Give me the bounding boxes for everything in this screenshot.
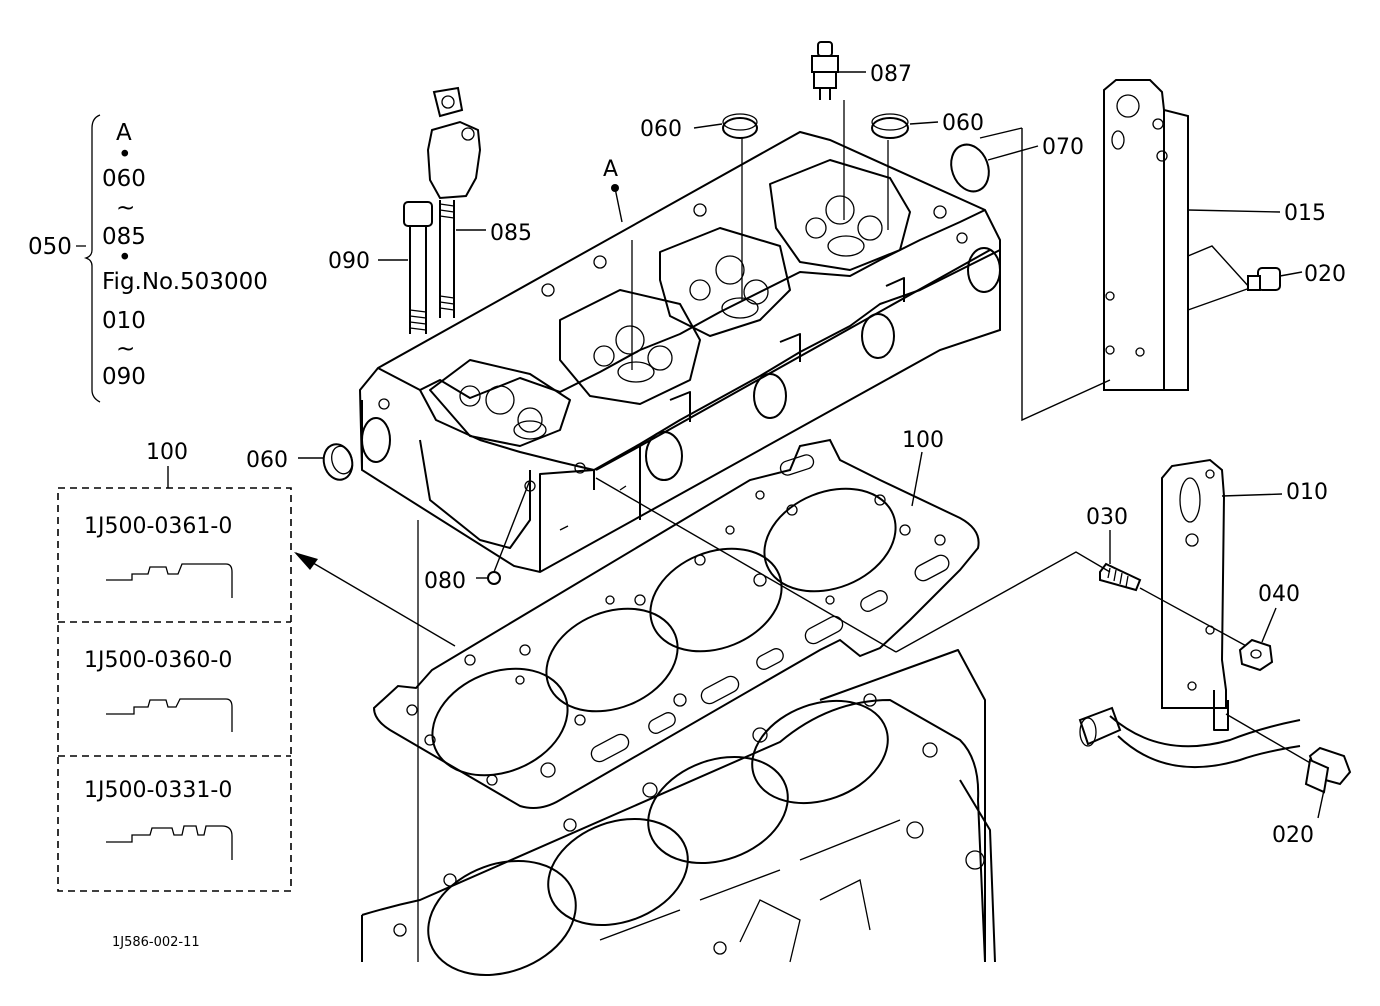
seal-060-top <box>693 113 758 139</box>
group-line-0: A <box>116 120 132 146</box>
callout-100-gasket: 100 <box>902 428 944 453</box>
engine-block <box>361 649 996 977</box>
callout-015: 015 <box>1284 201 1326 226</box>
callout-090: 090 <box>328 249 370 274</box>
drawing-code: 1J586-002-11 <box>112 935 200 950</box>
nut-040 <box>1238 607 1277 672</box>
gasket-option-0-partno: 1J500-0361-0 <box>84 514 232 539</box>
callout-030: 030 <box>1086 505 1128 530</box>
callout-085: 085 <box>490 221 532 246</box>
callout-087: 087 <box>870 62 912 87</box>
seal-060-left <box>298 443 354 481</box>
hose-pipe <box>1078 706 1313 769</box>
callout-070: 070 <box>1042 135 1084 160</box>
gasket-profile-1 <box>106 698 233 732</box>
group-line-3: ~ <box>116 195 135 221</box>
callout-040: 040 <box>1258 582 1300 607</box>
pin-080 <box>476 479 531 585</box>
seal-060-right <box>871 113 939 139</box>
callout-060-left: 060 <box>246 448 288 473</box>
group-line-2: 060 <box>102 166 146 192</box>
group-line-4: 085 <box>102 224 146 250</box>
group-050-bracket: 050 A • 060 ~ 085 • Fig.No.503000 010 ~ … <box>28 114 268 403</box>
bolt-020-bottom <box>1304 746 1352 819</box>
group-line-5: • <box>118 245 132 271</box>
gasket-option-2-partno: 1J500-0331-0 <box>84 778 232 803</box>
group-line-7: 010 <box>102 308 146 334</box>
bracket-010 <box>1161 458 1283 731</box>
callout-020-bottom: 020 <box>1272 823 1314 848</box>
group-line-1: • <box>118 142 132 168</box>
group-line-6: Fig.No.503000 <box>102 269 268 295</box>
callout-010: 010 <box>1286 480 1328 505</box>
group-line-8: ~ <box>116 336 135 362</box>
stud-030 <box>595 477 1251 653</box>
callout-a: A <box>603 157 618 182</box>
callout-060-top: 060 <box>640 117 682 142</box>
gasket-profile-2 <box>106 825 233 860</box>
gasket-profile-0 <box>106 563 233 598</box>
cylinder-head <box>358 100 1001 962</box>
bracket-015 <box>979 79 1281 422</box>
callout-080: 080 <box>424 569 466 594</box>
group-line-9: 090 <box>102 364 146 390</box>
group-ref-label: 050 <box>28 234 72 260</box>
head-gasket <box>372 438 980 809</box>
gasket-box-ref: 100 <box>146 440 188 465</box>
glow-plug-087 <box>811 41 866 100</box>
head-bolts <box>378 86 486 334</box>
callout-060-right: 060 <box>942 111 984 136</box>
plug-070 <box>950 143 1039 193</box>
callout-020-top: 020 <box>1304 262 1346 287</box>
gasket-option-1-partno: 1J500-0360-0 <box>84 648 232 673</box>
bolt-020-top <box>1247 267 1303 291</box>
point-a: A <box>603 157 623 223</box>
gasket-options-box: 100 1J500-0361-0 1J500-0360-0 1J500-0331… <box>57 440 456 892</box>
